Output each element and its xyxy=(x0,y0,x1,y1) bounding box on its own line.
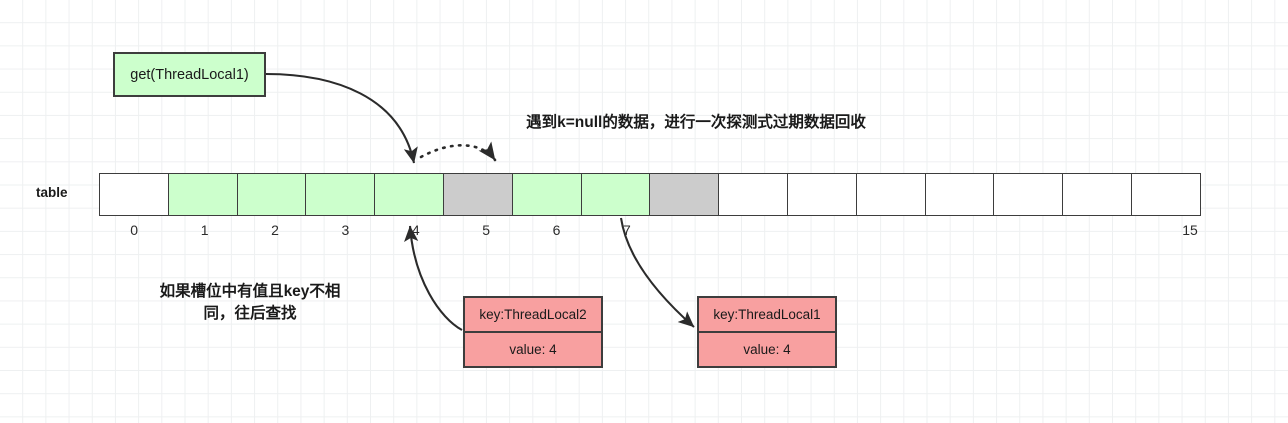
table-slot-14 xyxy=(1062,173,1133,216)
table-slot-15 xyxy=(1130,173,1202,216)
table-index-7: 7 xyxy=(623,222,631,238)
table-index-row: 0 1 2 3 4 5 6 7 15 xyxy=(99,222,1225,238)
table-slot-4 xyxy=(374,173,445,216)
table-index-1: 1 xyxy=(200,222,209,238)
table-slot-10 xyxy=(786,173,858,216)
annotation-expunge-stale: 遇到k=null的数据，进行一次探测式过期数据回收 xyxy=(526,114,866,131)
annotation-linear-probe-line1: 如果槽位中有值且key不相 xyxy=(159,283,341,300)
entry-key-label-2: key:ThreadLocal1 xyxy=(699,298,835,333)
entry-kv-1: key:ThreadLocal2 value: 4 xyxy=(463,296,603,368)
table-index-0: 0 xyxy=(130,222,139,238)
arrow-entry2-to-slot4 xyxy=(404,225,463,331)
table-slot-1 xyxy=(167,173,239,216)
table-slot-3 xyxy=(305,173,376,216)
table-index-10 xyxy=(803,222,873,238)
table-index-3: 3 xyxy=(341,222,350,238)
annotation-linear-probe: 如果槽位中有值且key不相 同，往后查找 xyxy=(104,281,396,326)
entry-value-label-1: value: 4 xyxy=(509,342,557,357)
table-index-15: 15 xyxy=(1182,222,1198,238)
table-index-8 xyxy=(662,222,732,238)
table-index-4: 4 xyxy=(411,222,420,238)
arrow-get-to-slot4 xyxy=(265,72,418,164)
table-slot-8 xyxy=(649,173,720,216)
entry-kv-2: key:ThreadLocal1 value: 4 xyxy=(697,296,837,368)
table-index-2: 2 xyxy=(271,222,279,238)
table-slot-12 xyxy=(924,173,995,216)
entry-value-label-2: value: 4 xyxy=(743,342,791,357)
table-slot-2 xyxy=(236,173,307,216)
table-index-11 xyxy=(873,222,943,238)
entry-box-threadlocal2: Entry key:ThreadLocal2 value: 4 xyxy=(463,296,610,392)
table-slot-5 xyxy=(442,173,514,216)
table-slot-6 xyxy=(511,173,583,216)
table-slot-13 xyxy=(993,173,1064,216)
annotation-linear-probe-line2: 同，往后查找 xyxy=(203,305,297,323)
table-index-13 xyxy=(1014,222,1084,238)
entry-box-threadlocal1: Entry key:ThreadLocal1 value: 4 xyxy=(697,296,844,392)
table-index-14 xyxy=(1084,222,1154,238)
table-index-6: 6 xyxy=(552,222,561,238)
table-label: table xyxy=(36,185,68,200)
table-slot-0 xyxy=(99,173,170,216)
table-slot-11 xyxy=(855,173,927,216)
table-index-12 xyxy=(944,222,1014,238)
table-slot-row xyxy=(99,173,1202,216)
entry-key-label-1: key:ThreadLocal2 xyxy=(465,298,601,333)
table-slot-9 xyxy=(718,173,789,216)
arrow-probe-slot4-to-slot5 xyxy=(419,141,497,162)
table-slot-7 xyxy=(580,173,651,216)
get-call-box: get(ThreadLocal1) xyxy=(113,52,266,97)
table-index-9 xyxy=(733,222,803,238)
table-index-5: 5 xyxy=(482,222,491,238)
